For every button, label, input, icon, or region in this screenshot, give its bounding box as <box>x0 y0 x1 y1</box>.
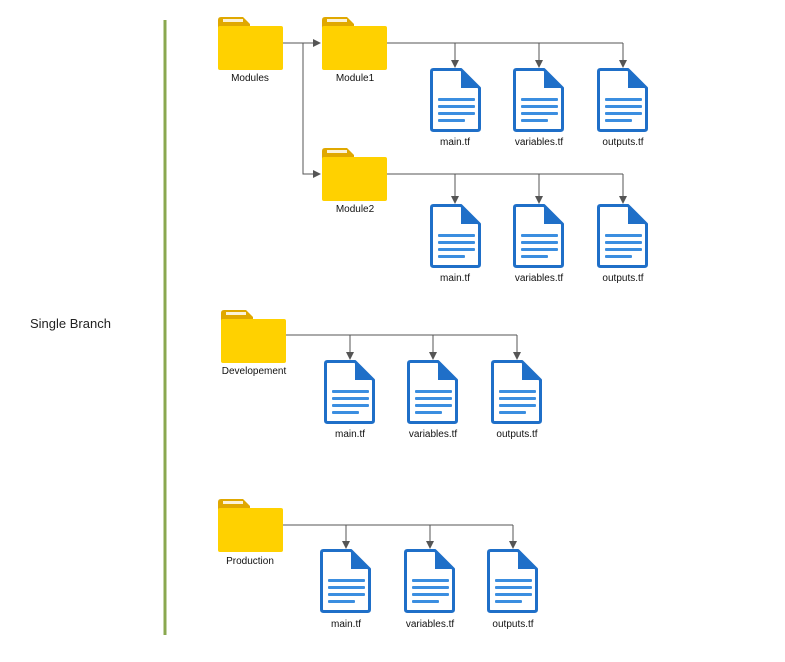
branch-label: Single Branch <box>30 316 111 331</box>
folder-production[interactable]: Production <box>218 499 283 567</box>
folder-label-module2: Module2 <box>336 204 375 215</box>
file-module2-outputs[interactable]: outputs.tf <box>597 204 648 285</box>
file-document-icon <box>430 204 481 268</box>
file-module2-variables[interactable]: variables.tf <box>513 204 564 285</box>
file-document-icon <box>430 68 481 132</box>
file-label: variables.tf <box>406 619 455 630</box>
file-document-icon <box>487 549 538 613</box>
folder-label-production: Production <box>226 556 274 567</box>
file-label: outputs.tf <box>492 619 533 630</box>
file-label: main.tf <box>335 429 365 440</box>
file-module1-variables[interactable]: variables.tf <box>513 68 564 149</box>
folder-development[interactable]: Developement <box>221 310 286 377</box>
folder-icon <box>322 17 387 70</box>
file-document-icon <box>407 360 458 424</box>
file-document-icon <box>513 68 564 132</box>
folder-icon <box>322 148 387 201</box>
file-production-variables[interactable]: variables.tf <box>404 549 455 631</box>
file-document-icon <box>404 549 455 613</box>
file-label: outputs.tf <box>496 429 537 440</box>
file-document-icon <box>491 360 542 424</box>
file-document-icon <box>324 360 375 424</box>
file-document-icon <box>597 204 648 268</box>
folder-module2[interactable]: Module2 <box>322 148 387 215</box>
file-label: main.tf <box>440 273 470 284</box>
folder-icon <box>218 499 283 552</box>
file-document-icon <box>513 204 564 268</box>
file-development-variables[interactable]: variables.tf <box>407 360 458 441</box>
file-production-main[interactable]: main.tf <box>320 549 371 631</box>
file-module2-main[interactable]: main.tf <box>430 204 481 285</box>
file-document-icon <box>597 68 648 132</box>
file-development-main[interactable]: main.tf <box>324 360 375 441</box>
file-module1-outputs[interactable]: outputs.tf <box>597 68 648 149</box>
folder-label-development: Developement <box>222 366 287 377</box>
folder-modules[interactable]: Modules <box>218 17 283 84</box>
file-label: main.tf <box>331 619 361 630</box>
file-module1-main[interactable]: main.tf <box>430 68 481 149</box>
connectors <box>283 39 627 549</box>
file-label: variables.tf <box>409 429 458 440</box>
folder-icon <box>221 310 286 363</box>
connector-modules-module2 <box>302 43 321 178</box>
file-label: main.tf <box>440 137 470 148</box>
file-label: variables.tf <box>515 137 564 148</box>
folder-label-modules: Modules <box>231 73 269 84</box>
folder-icon <box>218 17 283 70</box>
folder-label-module1: Module1 <box>336 73 375 84</box>
folder-module1[interactable]: Module1 <box>322 17 387 84</box>
file-label: outputs.tf <box>602 273 643 284</box>
file-label: outputs.tf <box>602 137 643 148</box>
file-development-outputs[interactable]: outputs.tf <box>491 360 542 441</box>
file-production-outputs[interactable]: outputs.tf <box>487 549 538 631</box>
file-document-icon <box>320 549 371 613</box>
file-label: variables.tf <box>515 273 564 284</box>
